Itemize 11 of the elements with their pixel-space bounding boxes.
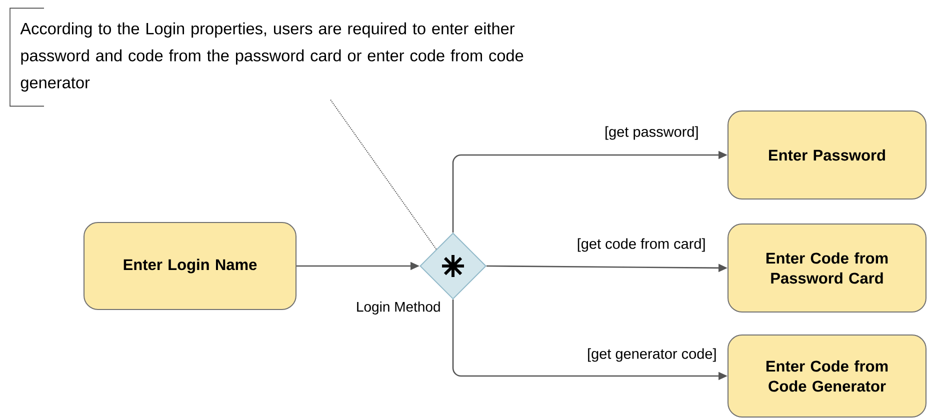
edge-label: [get generator code] bbox=[586, 347, 718, 363]
leader-line bbox=[330, 99, 437, 250]
edge-label: [get code from card] bbox=[576, 237, 707, 253]
annotation-note: According to the Login properties, users are required to enter either password and code from the password card or enter code from code generator bbox=[10, 8, 524, 107]
gateway-label: Login Method bbox=[357, 301, 440, 315]
edge-label: [get password] bbox=[604, 125, 700, 141]
gateway-diamond bbox=[420, 232, 486, 300]
action-box: Enter Code from Code Generator bbox=[728, 334, 926, 418]
action-box: Enter Login Name bbox=[84, 222, 296, 310]
action-box: Enter Password bbox=[728, 110, 926, 200]
action-box: Enter Code from Password Card bbox=[728, 224, 926, 312]
